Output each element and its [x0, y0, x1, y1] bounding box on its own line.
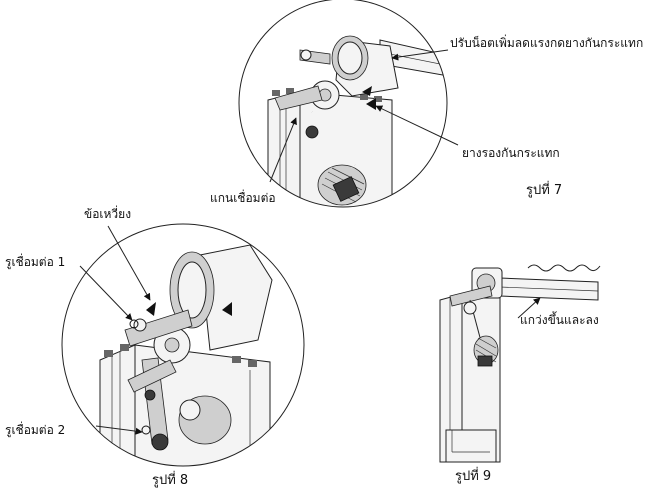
figure-8-caption: รูปที่ 8 [152, 471, 188, 488]
fig9-swing-motion [527, 264, 601, 272]
label-link-hole-2: รูเชื่อมต่อ 2 [5, 421, 65, 438]
fig7-mechanism [267, 35, 447, 207]
leader-bumper-rubber [375, 105, 459, 146]
fig8-mechanism [99, 244, 273, 466]
fig7-circle [238, 0, 448, 208]
leader-link-hole-1 [79, 265, 133, 321]
label-adjust-nut: ปรับน็อตเพิ่มลดแรงกดยางกันกระแทก [450, 34, 643, 50]
leader-link-hole-2 [95, 425, 143, 435]
figure-8 [61, 223, 305, 467]
label-hinge-joint: ข้อเหวี่ยง [84, 205, 131, 221]
figure-9-caption: รูปที่ 9 [455, 467, 491, 484]
leader-adjust-nut [391, 49, 449, 61]
fig8-circle [61, 223, 305, 467]
label-link-hole-1: รูเชื่อมต่อ 1 [5, 253, 65, 270]
leader-linkage-rod [269, 117, 297, 183]
label-bumper-rubber: ยางรองกันกระแทก [462, 146, 560, 160]
figure-7-caption: รูปที่ 7 [526, 181, 562, 198]
label-linkage-rod: แกนเชื่อมต่อ [210, 189, 276, 205]
leader-swing [517, 297, 541, 319]
figure-9 [439, 264, 601, 463]
leader-hinge-joint [107, 225, 151, 301]
figure-7 [238, 0, 448, 208]
label-swing-up-down: แกว่งขึ้นและลง [520, 311, 599, 327]
